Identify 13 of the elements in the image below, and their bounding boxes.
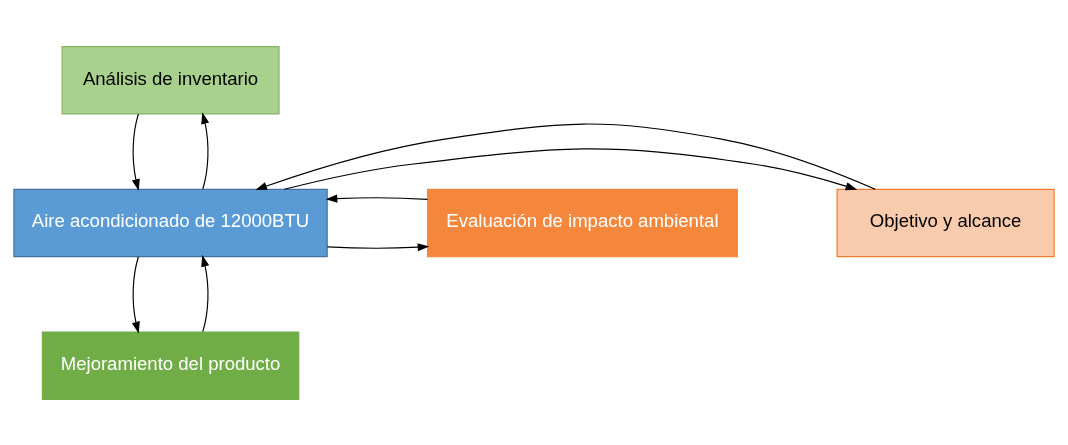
node-box: Aire acondicionado de 12000BTU [13, 188, 328, 257]
arrow [326, 242, 430, 251]
arrow [283, 147, 858, 190]
arrow [201, 254, 210, 332]
node-box: Análisis de inventario [61, 45, 280, 114]
node-box: Objetivo y alcance [836, 188, 1055, 257]
node-box: Evaluación de impacto ambiental [426, 188, 738, 257]
arrow [131, 112, 140, 191]
arrow [325, 194, 429, 203]
arrow [255, 122, 876, 190]
arrow [131, 255, 140, 333]
arrow [201, 111, 210, 190]
node-box: Mejoramiento del producto [41, 331, 300, 400]
